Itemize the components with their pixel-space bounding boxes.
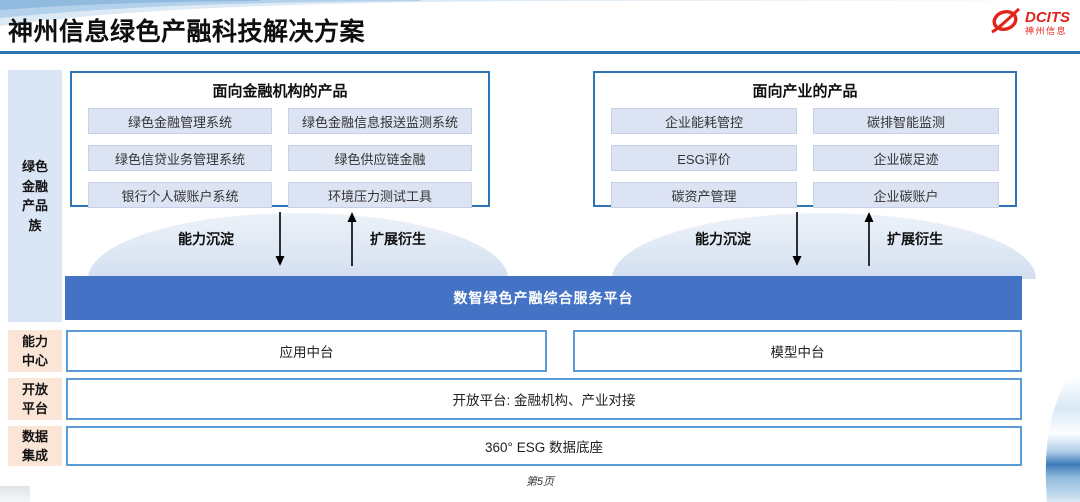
sidebar-label-line: 族 (28, 217, 42, 233)
product-chip: 碳资产管理 (611, 182, 797, 208)
product-chip: 企业碳足迹 (813, 145, 999, 171)
bottom-left-decoration (0, 486, 30, 502)
product-chip: 绿色金融信息报送监测系统 (288, 108, 472, 134)
capability-settling-label: 能力沉淀 (178, 231, 234, 247)
logo-brand-cn: 神州信息 (1025, 26, 1068, 36)
sidebar-label-green-finance-product-family: 绿色 金融 产品 族 (8, 70, 62, 322)
page-title: 神州信息绿色产融科技解决方案 (8, 18, 366, 46)
sidebar-label-line: 平台 (21, 401, 48, 416)
sidebar-label-line: 产品 (21, 198, 48, 213)
product-chip: 碳排智能监测 (813, 108, 999, 134)
dcits-logo-icon (990, 7, 1020, 39)
sidebar-label-line: 绿色 (21, 159, 48, 174)
sidebar-label-line: 开放 (21, 381, 48, 397)
sidebar-label-line: 能力 (21, 333, 48, 349)
product-group-title: 面向产业的产品 (752, 83, 858, 100)
sidebar-label-line: 数据 (21, 428, 48, 444)
sidebar-label-data-integration: 数据 集成 (8, 426, 62, 466)
product-group-financial-institutions: 面向金融机构的产品 绿色金融管理系统 绿色金融信息报送监测系统 绿色信贷业务管理… (70, 71, 490, 208)
header-swoosh-decoration (0, 0, 1080, 26)
up-arrow-icon (863, 212, 875, 266)
down-arrow-icon (791, 212, 803, 266)
dcits-logo: DCITS 神州信息 (990, 7, 1070, 39)
flow-group-left: 能力沉淀 扩展衍生 (178, 210, 478, 268)
product-group-industry: 面向产业的产品 企业能耗管控 碳排智能监测 ESG评价 企业碳足迹 碳资产管理 … (593, 71, 1017, 208)
sidebar-label-capability-center: 能力 中心 (8, 330, 62, 372)
capability-settling-label: 能力沉淀 (695, 231, 751, 247)
open-platform-box: 开放平台: 金融机构、产业对接 (66, 378, 1022, 420)
logo-brand-name: DCITS (1025, 9, 1070, 26)
sidebar-label-line: 中心 (21, 353, 48, 368)
title-underline (0, 51, 1080, 54)
product-group-title: 面向金融机构的产品 (212, 83, 348, 100)
product-chip: 绿色金融管理系统 (88, 108, 272, 134)
expansion-derivation-label: 扩展衍生 (887, 231, 943, 247)
sidebar-label-line: 金融 (21, 178, 48, 194)
flow-group-right: 能力沉淀 扩展衍生 (695, 210, 995, 268)
product-grid: 企业能耗管控 碳排智能监测 ESG评价 企业碳足迹 碳资产管理 企业碳账户 (611, 108, 999, 208)
digital-green-platform-bar: 数智绿色产融综合服务平台 (65, 276, 1022, 320)
sidebar-label-open-platform: 开放 平台 (8, 378, 62, 420)
logo-text: DCITS 神州信息 (1025, 10, 1070, 36)
down-arrow-icon (274, 212, 286, 266)
product-chip: 银行个人碳账户系统 (88, 182, 272, 208)
product-chip: 企业能耗管控 (611, 108, 797, 134)
product-grid: 绿色金融管理系统 绿色金融信息报送监测系统 绿色信贷业务管理系统 绿色供应链金融… (88, 108, 472, 208)
application-middle-platform-box: 应用中台 (66, 330, 547, 372)
product-chip: 绿色信贷业务管理系统 (88, 145, 272, 171)
model-middle-platform-box: 模型中台 (573, 330, 1022, 372)
up-arrow-icon (346, 212, 358, 266)
page-number: 第5页 (525, 476, 555, 488)
product-chip: 企业碳账户 (813, 182, 999, 208)
product-chip: 环境压力测试工具 (288, 182, 472, 208)
bottom-right-swoosh-decoration (1045, 377, 1080, 502)
expansion-derivation-label: 扩展衍生 (370, 231, 426, 247)
product-chip: 绿色供应链金融 (288, 145, 472, 171)
product-chip: ESG评价 (611, 145, 797, 171)
esg-data-base-box: 360° ESG 数据底座 (66, 426, 1022, 466)
sidebar-label-line: 集成 (21, 448, 48, 463)
